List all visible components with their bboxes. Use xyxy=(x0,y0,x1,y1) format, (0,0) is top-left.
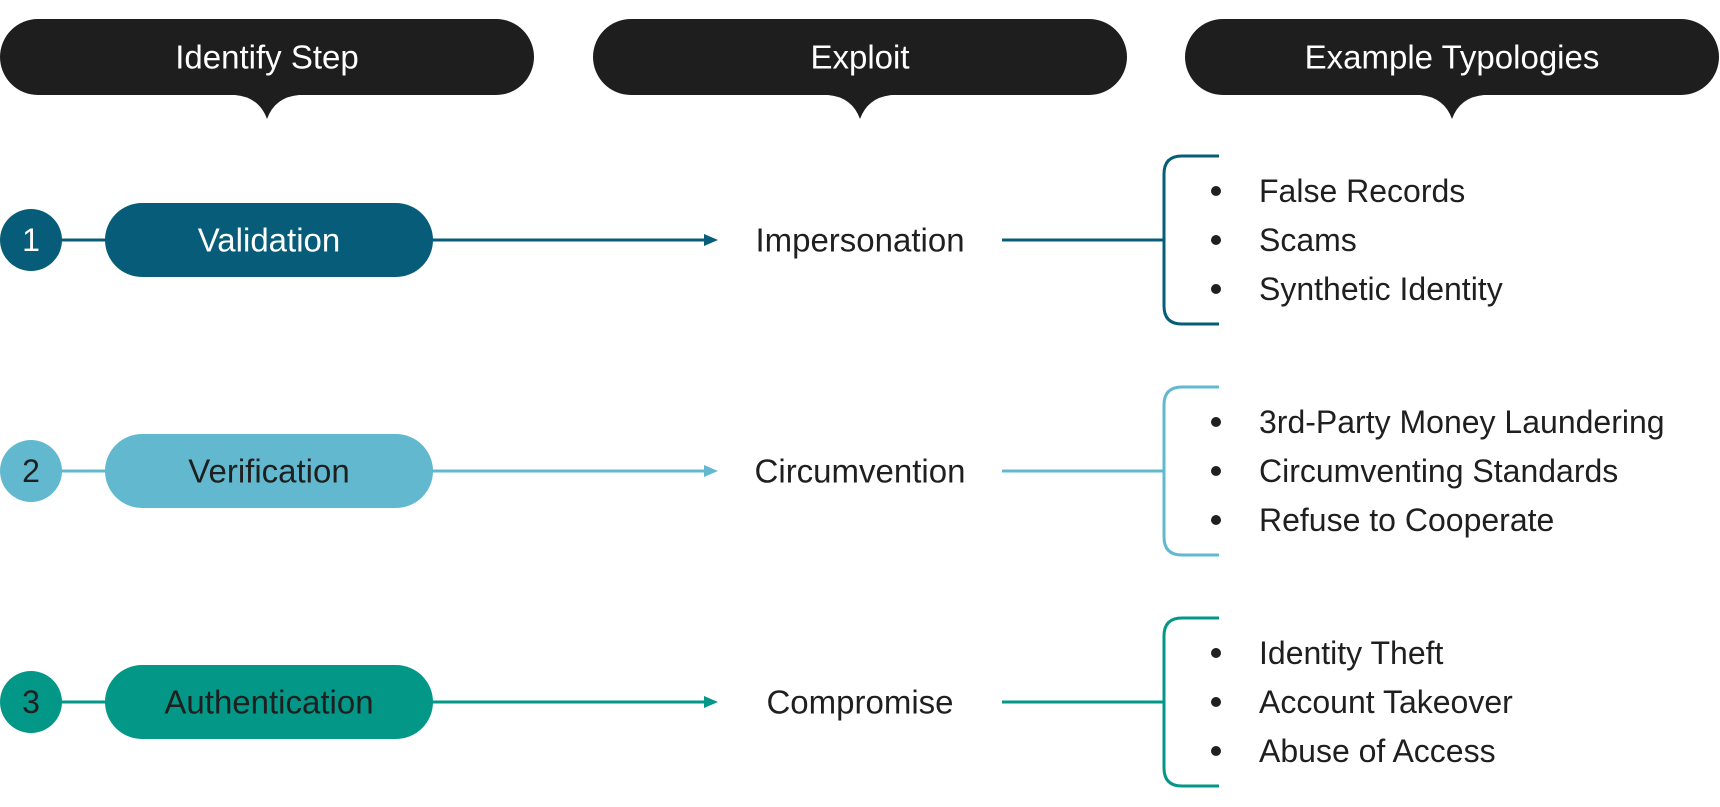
bullet-icon xyxy=(1211,284,1221,294)
typology-item: Identity Theft xyxy=(1259,635,1444,671)
step-number-circle xyxy=(0,440,62,502)
step-number: 2 xyxy=(22,453,40,489)
step-label: Verification xyxy=(188,453,349,490)
header-bubble-shape xyxy=(1185,19,1719,119)
typology-item: Scams xyxy=(1259,222,1357,258)
header-label: Identify Step xyxy=(175,39,358,76)
typology-item: Abuse of Access xyxy=(1259,733,1496,769)
bullet-icon xyxy=(1211,235,1221,245)
bullet-icon xyxy=(1211,746,1221,756)
header-example-typologies: Example Typologies xyxy=(1185,19,1719,119)
header-exploit: Exploit xyxy=(593,19,1127,119)
typology-item: Circumventing Standards xyxy=(1259,453,1618,489)
header-bubble-shape xyxy=(593,19,1127,119)
row-validation: 1 Validation Impersonation False RecordsSca… xyxy=(0,154,1503,326)
bullet-icon xyxy=(1211,466,1221,476)
typology-bracket xyxy=(1162,385,1219,557)
header-identify-step: Identify Step xyxy=(0,19,534,119)
step-label: Validation xyxy=(198,222,341,259)
step-number-circle xyxy=(0,209,62,271)
exploit-label: Impersonation xyxy=(755,222,964,259)
typology-item: Account Takeover xyxy=(1259,684,1513,720)
bullet-icon xyxy=(1211,697,1221,707)
step-pill xyxy=(105,203,433,277)
header-label: Example Typologies xyxy=(1305,39,1600,76)
step-label: Authentication xyxy=(164,684,373,721)
arrow-head-icon xyxy=(704,465,718,477)
arrow-head-icon xyxy=(704,696,718,708)
typology-item: Refuse to Cooperate xyxy=(1259,502,1554,538)
step-pill xyxy=(105,665,433,739)
header-label: Exploit xyxy=(810,39,909,76)
bullet-icon xyxy=(1211,186,1221,196)
exploit-label: Circumvention xyxy=(755,453,966,490)
arrow-head-icon xyxy=(704,234,718,246)
typology-item: False Records xyxy=(1259,173,1465,209)
step-number: 1 xyxy=(22,222,40,258)
typology-bracket xyxy=(1162,616,1219,788)
typology-item: 3rd-Party Money Laundering xyxy=(1259,404,1665,440)
step-number: 3 xyxy=(22,684,40,720)
bullet-icon xyxy=(1211,417,1221,427)
step-number-circle xyxy=(0,671,62,733)
row-verification: 2 Verification Circumvention 3rd-Party Mone… xyxy=(0,385,1665,557)
bullet-icon xyxy=(1211,648,1221,658)
header-bubble-shape xyxy=(0,19,534,119)
step-pill xyxy=(105,434,433,508)
row-authentication: 3 Authentication Compromise Identity TheftA… xyxy=(0,616,1513,788)
exploit-label: Compromise xyxy=(766,684,953,721)
bullet-icon xyxy=(1211,515,1221,525)
typology-bracket xyxy=(1162,154,1219,326)
typology-item: Synthetic Identity xyxy=(1259,271,1503,307)
